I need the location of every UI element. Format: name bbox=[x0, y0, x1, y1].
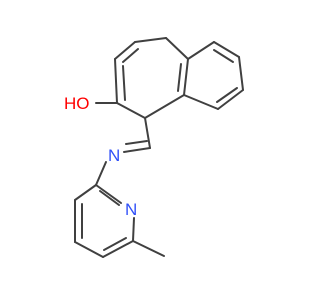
bond-c8a-c1 bbox=[144, 94, 185, 119]
bond-c4a-c8a-inner bbox=[177, 63, 182, 92]
bond-c4a-c8a bbox=[183, 58, 189, 96]
pyridine-nitrogen-label: N bbox=[125, 200, 137, 219]
bond-py2-pyn-inner bbox=[99, 190, 120, 206]
bond-c2-c3-inner bbox=[122, 48, 139, 63]
bond-c1-c2 bbox=[114, 58, 118, 104]
bond-c1-coh bbox=[116, 102, 146, 119]
bond-n-py2 bbox=[95, 161, 107, 186]
bond-c7-c8 bbox=[217, 89, 244, 110]
bond-c8-c8a bbox=[183, 94, 219, 110]
bond-c4-c4a bbox=[165, 37, 189, 60]
bond-py6-py5 bbox=[102, 240, 134, 258]
bond-py3-py2 bbox=[74, 184, 97, 201]
imine-nitrogen-label: N bbox=[108, 146, 120, 165]
molecule-canvas: HO N N bbox=[64, 37, 244, 258]
bond-c5-c6-inner bbox=[213, 49, 234, 63]
bond-c2-c3 bbox=[114, 41, 136, 60]
bonds bbox=[74, 37, 244, 258]
bond-c5-c6 bbox=[213, 41, 240, 58]
hydroxyl-label: HO bbox=[64, 94, 90, 113]
bond-c7-c8-inner bbox=[216, 87, 238, 103]
bond-ch-n-inner bbox=[125, 140, 148, 145]
molecule-structure: HO N N bbox=[64, 37, 244, 258]
bond-py6-py5-inner bbox=[103, 237, 127, 251]
bond-c4a-c5 bbox=[187, 41, 215, 60]
bond-pyn-py6 bbox=[132, 217, 135, 242]
bond-py5-py4 bbox=[74, 241, 104, 258]
bond-ch-n bbox=[123, 147, 151, 153]
bond-c1-ch bbox=[144, 117, 151, 149]
atom-labels: HO N N bbox=[64, 94, 137, 219]
bond-py2-pyn bbox=[95, 184, 122, 204]
bond-c6-c7 bbox=[238, 56, 244, 91]
bond-py6-methyl bbox=[132, 240, 165, 257]
bond-c1-c2-inner bbox=[122, 65, 126, 101]
bond-c3-c4 bbox=[134, 37, 167, 43]
